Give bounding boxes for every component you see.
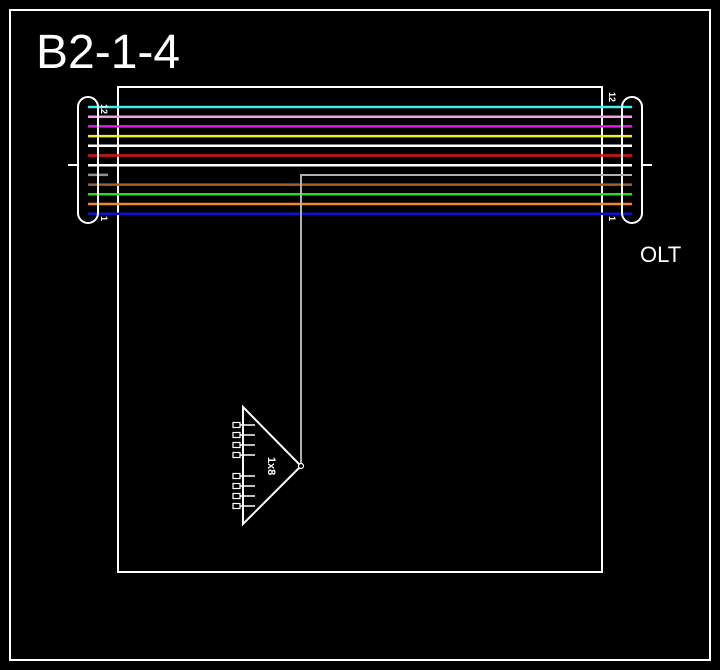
- splitter-output-7: [232, 492, 255, 500]
- splitter-input-port: [297, 462, 305, 470]
- splitter-output-8: [232, 502, 255, 510]
- splitter-input-fiber: [300, 174, 632, 466]
- splitter-output-1: [232, 421, 255, 429]
- left-index-bottom: 1: [99, 216, 109, 221]
- right-index-bottom: 1: [607, 216, 617, 221]
- splitter-label: 1x8: [265, 457, 277, 475]
- splitter: 1x8: [232, 404, 305, 527]
- left-index-top: 12: [99, 104, 109, 114]
- left-cable-bracket: [77, 96, 99, 224]
- splitter-output-3: [232, 441, 255, 449]
- splitter-triangle: [242, 404, 303, 527]
- diagram-title: B2-1-4: [36, 26, 180, 79]
- splitter-output-2: [232, 431, 255, 439]
- outer-border: [9, 9, 711, 661]
- splitter-output-5: [232, 472, 255, 480]
- right-index-top: 12: [607, 92, 617, 102]
- splitter-output-6: [232, 482, 255, 490]
- enclosure-box: [117, 86, 603, 573]
- fiber-group: [88, 105, 632, 215]
- right-cable-bracket: [621, 96, 643, 224]
- olt-label: OLT: [640, 242, 681, 267]
- splitter-output-4: [232, 451, 255, 459]
